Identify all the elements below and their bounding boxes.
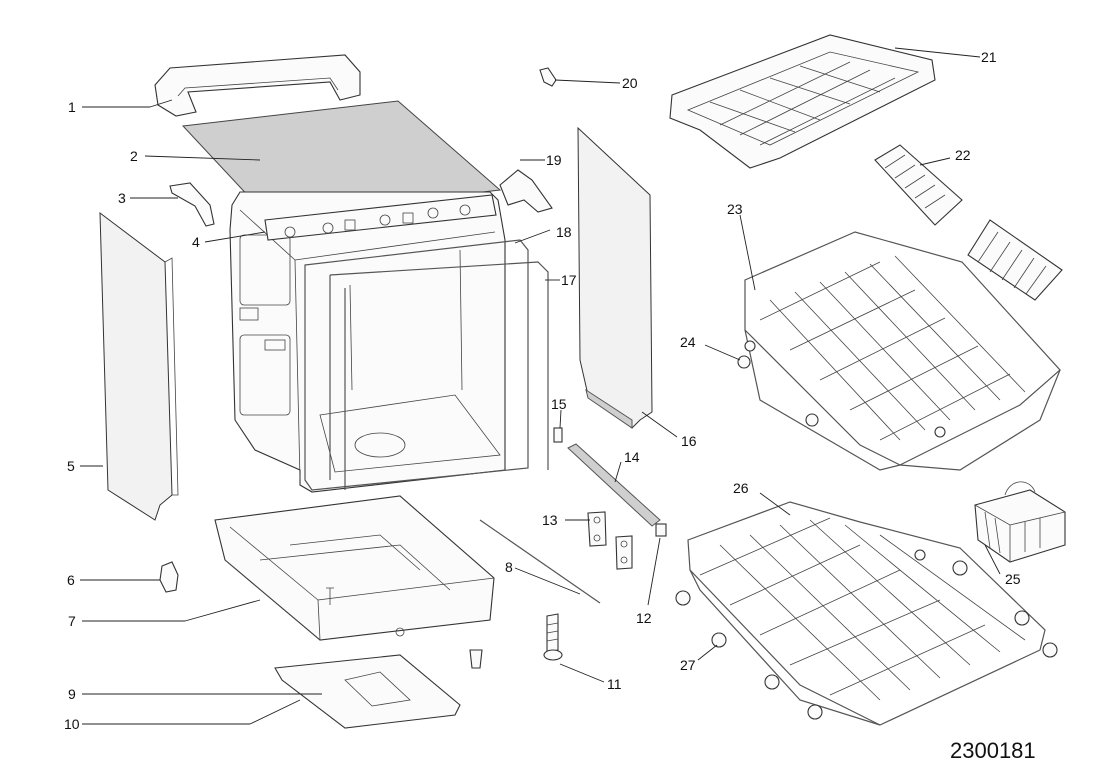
worktop-panel: [181, 100, 502, 218]
base-cover-plate: [274, 654, 461, 729]
callout-20: 20: [622, 75, 638, 91]
callout-8: 8: [505, 559, 513, 575]
right-top-bracket: [499, 169, 553, 213]
left-side-panel: [99, 211, 179, 521]
callout-4: 4: [192, 234, 200, 250]
adjustable-foot: [543, 613, 563, 661]
left-top-bracket: [169, 182, 215, 227]
control-panel-strip: [264, 194, 497, 241]
callout-9: 9: [68, 686, 76, 702]
rail-end-stop: [655, 523, 667, 537]
basket-wheel: [737, 340, 946, 438]
callout-10: 10: [64, 716, 80, 732]
callout-3: 3: [118, 190, 126, 206]
callout-13: 13: [542, 512, 558, 528]
base-frame: [214, 495, 495, 641]
callout-22: 22: [955, 147, 971, 163]
callout-6: 6: [67, 572, 75, 588]
callout-19: 19: [546, 152, 562, 168]
cutlery-tray: [669, 34, 936, 169]
upper-basket: [744, 231, 1061, 471]
callout-17: 17: [561, 272, 577, 288]
cutlery-basket: [974, 481, 1066, 563]
drawing-code: 2300181: [950, 738, 1036, 763]
callout-16: 16: [681, 433, 697, 449]
callout-labels: 1 2 3 4 5 6 7 8 9 10 11 12 13 14 15 16 1…: [64, 49, 1021, 732]
top-frame-handle: [154, 54, 361, 117]
callout-7: 7: [68, 613, 76, 629]
callout-14: 14: [624, 449, 640, 465]
rack-rail: [567, 443, 661, 527]
door-hinge: [159, 561, 179, 593]
lower-basket: [687, 501, 1046, 726]
right-side-panel: [577, 126, 653, 429]
callout-1: 1: [68, 99, 76, 115]
callout-5: 5: [67, 458, 75, 474]
callout-11: 11: [607, 676, 622, 692]
lower-basket-wheel: [675, 549, 1058, 720]
rail-clips: [587, 511, 633, 570]
callout-18: 18: [556, 224, 572, 240]
spring-clip: [539, 67, 557, 87]
callout-21: 21: [981, 49, 997, 65]
outer-door-seal: [304, 239, 529, 491]
callout-27: 27: [680, 657, 696, 673]
callout-26: 26: [733, 480, 749, 496]
callout-25: 25: [1005, 571, 1021, 587]
callout-15: 15: [551, 396, 567, 412]
cup-shelf-inserts: [874, 144, 1063, 301]
callout-2: 2: [130, 148, 138, 164]
callout-24: 24: [680, 334, 696, 350]
door-cable-rod: [479, 519, 601, 604]
callout-12: 12: [636, 610, 652, 626]
rail-stopper: [553, 427, 563, 443]
inner-door-seal: [329, 261, 549, 490]
callout-23: 23: [727, 201, 743, 217]
leader-lines: [80, 47, 1001, 725]
